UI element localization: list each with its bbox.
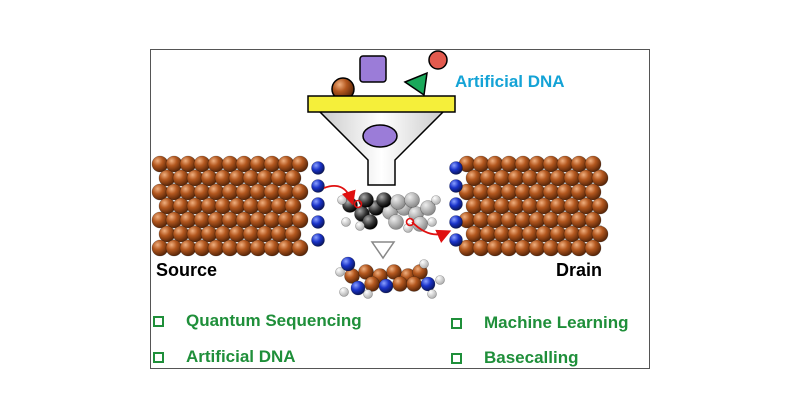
nitrogen-edge-atom: [311, 233, 325, 247]
copper-atom: [584, 183, 602, 201]
copper-atom: [584, 155, 602, 173]
base-atom: [364, 276, 380, 292]
carbon-atom: [376, 192, 392, 208]
checkbox-icon: [451, 352, 462, 364]
checkbox-icon: [153, 351, 164, 363]
molecule-shapes: [331, 50, 448, 101]
copper-atom: [207, 239, 225, 257]
filter-funnel: [307, 95, 456, 186]
copper-atom: [151, 239, 169, 257]
bullet-label: Machine Learning: [484, 313, 629, 332]
hydrogen-atom: [341, 217, 351, 227]
title-label: Artificial DNA: [455, 72, 565, 91]
bullet-label: Quantum Sequencing: [186, 311, 362, 330]
nitrogen-edge-atom: [449, 233, 463, 247]
carbon-atom: [362, 214, 378, 230]
nitrogen-edge-atom: [449, 161, 463, 175]
base-molecule: [335, 256, 445, 299]
nitrogen-atom: [340, 256, 356, 272]
purple-ellipse: [362, 124, 398, 148]
copper-atom: [291, 155, 309, 173]
source-electrode: [151, 155, 325, 257]
copper-atom: [179, 239, 197, 257]
checkbox-icon: [153, 315, 164, 327]
hydrogen-atom: [427, 289, 437, 299]
nitrogen-edge-atom: [449, 179, 463, 193]
nitrogen-atom: [378, 278, 394, 294]
copper-atom: [284, 169, 302, 187]
copper-atom: [584, 211, 602, 229]
copper-atom: [291, 183, 309, 201]
green-triangle: [403, 71, 428, 97]
copper-atom: [291, 239, 309, 257]
hydrogen-atom: [337, 195, 347, 205]
bullet-item: Basecalling: [451, 348, 579, 368]
copper-atom: [514, 239, 532, 257]
copper-atom: [284, 225, 302, 243]
down-arrow-icon: [370, 241, 396, 260]
electron-arrow-out: [411, 221, 452, 243]
copper-atom: [584, 239, 602, 257]
carbon-atom: [420, 200, 436, 216]
electron-arrow-in: [323, 184, 356, 206]
source-label: Source: [156, 260, 218, 280]
bullet-label: Artificial DNA: [186, 347, 296, 366]
hydrogen-atom: [355, 221, 365, 231]
copper-atom: [291, 211, 309, 229]
hydrogen-atom: [363, 289, 373, 299]
hydrogen-atom: [339, 287, 349, 297]
copper-atom: [277, 239, 295, 257]
copper-atom: [193, 239, 211, 257]
nitrogen-atom: [350, 280, 366, 296]
copper-atom: [591, 225, 609, 243]
funnel-rim: [307, 95, 456, 113]
carbon-atom: [404, 192, 420, 208]
bullet-item: Quantum Sequencing: [153, 311, 362, 331]
red-circle: [428, 50, 448, 70]
bullet-item: Artificial DNA: [153, 347, 296, 367]
drain-label: Drain: [556, 260, 603, 280]
bullet-label: Basecalling: [484, 348, 579, 367]
hydrogen-atom: [419, 259, 429, 269]
hydrogen-atom: [431, 195, 441, 205]
hydrogen-atom: [435, 275, 445, 285]
copper-atom: [284, 197, 302, 215]
copper-atom: [500, 239, 518, 257]
nitrogen-edge-atom: [449, 197, 463, 211]
base-atom: [392, 276, 408, 292]
copper-atom: [591, 169, 609, 187]
bullet-item: Machine Learning: [451, 313, 629, 333]
copper-atom: [472, 239, 490, 257]
carbon-atom: [390, 194, 406, 210]
carbon-atom: [388, 214, 404, 230]
nitrogen-edge-atom: [311, 179, 325, 193]
nitrogen-edge-atom: [311, 161, 325, 175]
hydrogen-atom: [335, 267, 345, 277]
copper-atom: [165, 239, 183, 257]
copper-atom: [591, 197, 609, 215]
checkbox-icon: [451, 317, 462, 329]
copper-atom: [235, 239, 253, 257]
purple-square: [359, 55, 387, 83]
copper-atom: [486, 239, 504, 257]
nitrogen-edge-atom: [449, 215, 463, 229]
copper-atom: [263, 239, 281, 257]
junction-molecule: [337, 192, 441, 233]
drain-electrode: [449, 155, 609, 257]
nitrogen-edge-atom: [311, 197, 325, 211]
copper-atom: [556, 239, 574, 257]
copper-atom: [249, 239, 267, 257]
hydrogen-atom: [427, 217, 437, 227]
base-atom: [406, 276, 422, 292]
copper-atom: [542, 239, 560, 257]
copper-atom: [528, 239, 546, 257]
nitrogen-atom: [420, 276, 436, 292]
electron-marker: [405, 217, 415, 227]
copper-atom: [221, 239, 239, 257]
nitrogen-edge-atom: [311, 215, 325, 229]
copper-atom: [570, 239, 588, 257]
